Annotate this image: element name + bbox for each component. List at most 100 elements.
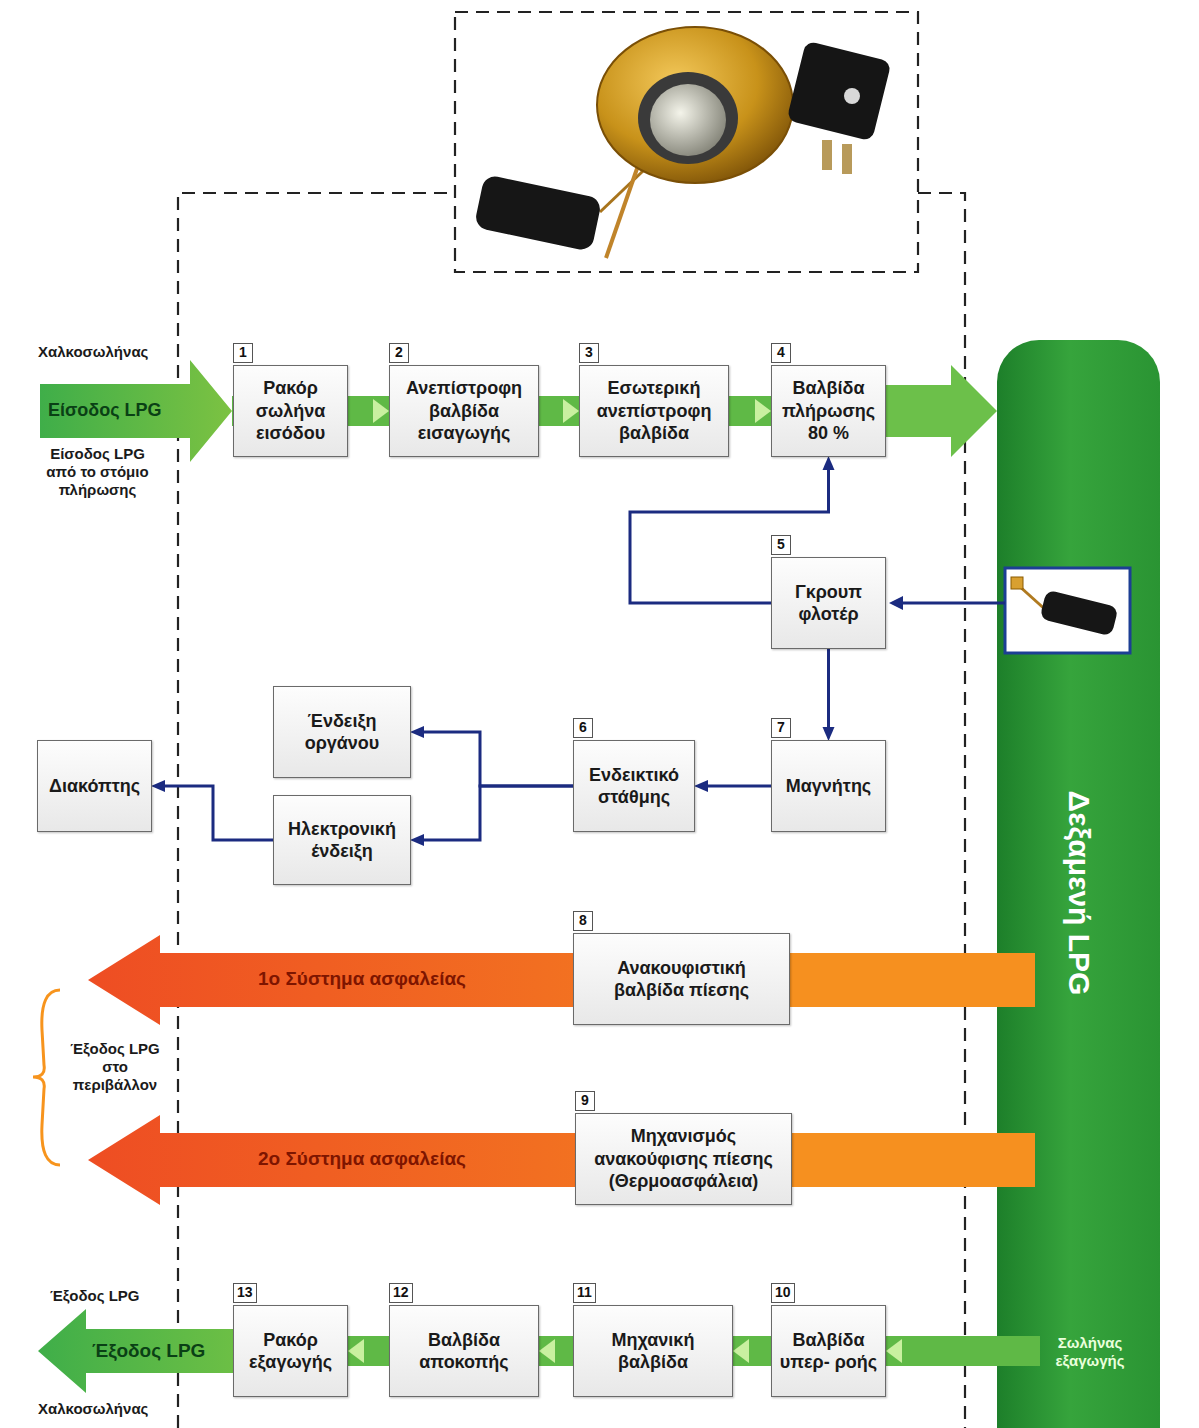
component-box: 2Ανεπίστροφη βαλβίδα εισαγωγής (389, 365, 539, 457)
callout-number: 3 (579, 343, 599, 363)
component-box: 9Μηχανισμός ανακούφισης πίεσης (Θερμοασφ… (575, 1113, 792, 1205)
pipe-connector (729, 396, 755, 426)
component-box: 1Ρακόρ σωλήνα εισόδου (233, 365, 348, 457)
component-label: Ανεπίστροφη βαλβίδα εισαγωγής (396, 377, 532, 445)
dashed-outline (178, 12, 965, 1428)
solenoid (786, 41, 891, 142)
pipe-connector (364, 1336, 389, 1366)
leader-arrowhead (889, 596, 903, 610)
component-box: Ένδειξη οργάνου (273, 686, 411, 778)
component-box: Διακόπτης (37, 740, 152, 832)
component-label: Βαλβίδα αποκοπής (396, 1329, 532, 1374)
terminal (842, 144, 852, 174)
outlet-arrow (38, 1309, 233, 1393)
annotation-label: Είσοδος LPG από το στόμιο πλήρωσης (35, 445, 160, 499)
gauge-glass (650, 84, 726, 156)
leader-line (902, 602, 1005, 605)
annotation-label: Έξοδος LPG (92, 1340, 232, 1363)
float (474, 174, 603, 252)
relief-band-stub (997, 1133, 1035, 1187)
solenoid-pin (844, 88, 860, 104)
callout-number: 5 (771, 535, 791, 555)
pipe-connector (539, 396, 563, 426)
annotation-label: Σωλήνας εξαγωγής (1040, 1334, 1140, 1370)
terminal (822, 140, 832, 170)
component-label: Βαλβίδα πλήρωσης 80 % (778, 377, 879, 445)
component-box: 7Μαγνήτης (771, 740, 886, 832)
lpg-flow-bands (38, 360, 997, 1393)
component-box: 3Εσωτερική ανεπίστροφη βαλβίδα (579, 365, 729, 457)
relief-arrow (88, 1115, 997, 1205)
component-box: 4Βαλβίδα πλήρωσης 80 % (771, 365, 886, 457)
component-box: 11Μηχανική βαλβίδα (573, 1305, 733, 1397)
component-label: Ανακουφιστική βαλβίδα πίεσης (580, 957, 783, 1002)
callout-number: 12 (389, 1283, 413, 1303)
pipe-connector (886, 385, 951, 437)
component-label: Γκρουπ φλοτέρ (778, 581, 879, 626)
gauge-ring (638, 72, 738, 164)
pipe-connector (555, 1336, 573, 1366)
callout-number: 1 (233, 343, 253, 363)
component-label: Ρακόρ εξαγωγής (240, 1329, 341, 1374)
component-label: Βαλβίδα υπερ- ροής (778, 1329, 879, 1374)
annotation-label: Έξοδος LPG (50, 1287, 170, 1305)
component-label: Ένδειξη οργάνου (280, 710, 404, 755)
component-box: 8Ανακουφιστική βαλβίδα πίεσης (573, 933, 790, 1025)
photo-frame (455, 12, 918, 272)
component-label: Ηλεκτρονική ένδειξη (280, 818, 404, 863)
pipe-connector (348, 396, 373, 426)
float-pivot (1011, 577, 1023, 589)
component-label: Μηχανισμός ανακούφισης πίεσης (Θερμοασφά… (582, 1125, 785, 1193)
signal-connector (424, 786, 573, 840)
callout-number: 11 (573, 1283, 596, 1303)
signal-connector (827, 649, 830, 727)
inset-frame (1005, 568, 1130, 653)
component-label: Ρακόρ σωλήνα εισόδου (240, 377, 341, 445)
pipe-connector (749, 1336, 771, 1366)
pickup-tube (606, 160, 640, 258)
signal-connector (424, 732, 573, 786)
relief-arrow (88, 935, 997, 1025)
component-box: 5Γκρουπ φλοτέρ (771, 557, 886, 649)
multivalve-outline (918, 193, 965, 1428)
annotation-label: 1ο Σύστημα ασφαλείας (212, 968, 512, 991)
callout-number: 7 (771, 718, 791, 738)
callout-number: 9 (575, 1091, 595, 1111)
valve-body (597, 27, 793, 183)
float-inset (1005, 568, 1130, 653)
component-label: Ενδεικτικό στάθμης (580, 764, 688, 809)
float (1039, 589, 1118, 636)
component-label: Διακόπτης (44, 775, 145, 798)
callout-number: 2 (389, 343, 409, 363)
multivalve-photo (474, 27, 892, 258)
signal-connector (708, 785, 771, 788)
component-label: Μαγνήτης (778, 775, 879, 798)
component-box: 12Βαλβίδα αποκοπής (389, 1305, 539, 1397)
outlet-band-stub (997, 1336, 1040, 1366)
tank-label: Δεξαμενή LPG (1062, 791, 1096, 996)
annotation-label: 2ο Σύστημα ασφαλείας (212, 1148, 512, 1171)
component-box: 13Ρακόρ εξαγωγής (233, 1305, 348, 1397)
component-box: 10Βαλβίδα υπερ- ροής (771, 1305, 886, 1397)
component-box: Ηλεκτρονική ένδειξη (273, 795, 411, 885)
annotation-label: Χαλκοσωλήνας (38, 1400, 188, 1418)
signal-connector (165, 786, 273, 840)
component-label: Μηχανική βαλβίδα (580, 1329, 726, 1374)
callout-number: 4 (771, 343, 791, 363)
callout-number: 13 (233, 1283, 257, 1303)
relief-connector (792, 1133, 997, 1187)
brace (33, 990, 60, 1165)
component-box: 6Ενδεικτικό στάθμης (573, 740, 695, 832)
lpg-tank: Δεξαμενή LPG (997, 340, 1160, 1428)
callout-number: 6 (573, 718, 593, 738)
callout-number: 8 (573, 911, 593, 931)
relief-band-stub (997, 953, 1035, 1007)
callout-number: 10 (771, 1283, 795, 1303)
annotation-label: Χαλκοσωλήνας (38, 343, 188, 361)
pipe-connector (902, 1336, 997, 1366)
relief-connector (790, 953, 997, 1007)
annotation-label: Είσοδος LPG (48, 400, 188, 422)
component-label: Εσωτερική ανεπίστροφη βαλβίδα (586, 377, 722, 445)
annotation-label: Έξοδος LPG στο περιβάλλον (60, 1040, 170, 1094)
